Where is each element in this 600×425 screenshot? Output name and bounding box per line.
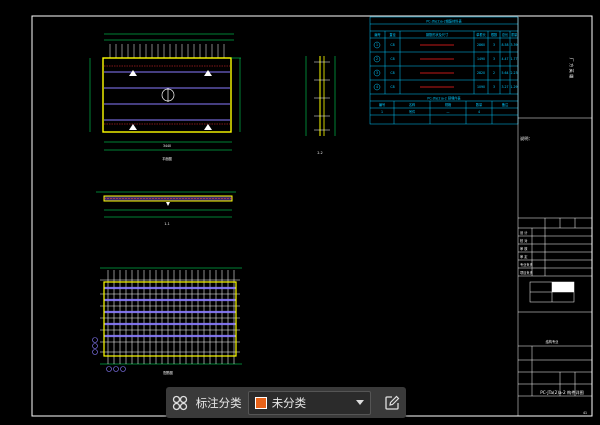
- category-color-swatch: [254, 396, 267, 409]
- r3-w: 2.23: [510, 71, 517, 75]
- rebar-table: [369, 16, 519, 125]
- grid-button[interactable]: [166, 387, 194, 418]
- company-name: 厂 方 英 雄: [568, 58, 575, 79]
- eh-spec: 规格: [445, 102, 452, 107]
- th-num: 编号: [374, 32, 380, 37]
- tb-label-5: 专业负责: [520, 262, 533, 267]
- r1-num: 1: [376, 43, 378, 47]
- tb-label-3: 审 核: [520, 246, 528, 251]
- grid-icon: [172, 395, 187, 410]
- section-1-1: [96, 191, 236, 218]
- r1-n: 3: [493, 43, 495, 47]
- rebar-shapes: [420, 44, 454, 88]
- notes-label: 说明：: [520, 135, 533, 142]
- r1-w: 3.39: [510, 43, 517, 47]
- r2-w: 1.77: [510, 57, 517, 61]
- sheet-number: 41: [583, 411, 587, 415]
- th-tot: 总长: [502, 32, 509, 37]
- annotation-toolbar: 标注分类 未分类: [166, 387, 406, 418]
- r2-len: 1490: [477, 57, 485, 61]
- r4-num: 4: [376, 85, 378, 89]
- label-plan: 平面图: [162, 157, 172, 161]
- r4-len: 1090: [477, 85, 485, 89]
- th-w: 重量: [511, 32, 518, 37]
- table-title: PC-JTa(2)a-2钢筋材料表: [426, 19, 462, 24]
- plan-view: [89, 33, 241, 151]
- edit-icon: [385, 395, 400, 410]
- r3-len: 2820: [477, 71, 485, 75]
- eh-qty: 数量: [476, 102, 483, 107]
- toolbar-label: 标注分类: [195, 395, 242, 410]
- rebar-plan: [92, 267, 242, 372]
- r4-tot: 3.27: [501, 85, 508, 89]
- th-shape: 钢筋形状及尺寸: [426, 32, 449, 37]
- r2-d: C8: [390, 57, 394, 61]
- chevron-down-icon: [356, 399, 365, 405]
- label-1-1: 1-1: [164, 222, 169, 226]
- r2-num: 2: [376, 57, 378, 61]
- drawing-name: PC-JTa(2)a-2 构件详图: [540, 389, 584, 396]
- r1-d: C8: [390, 43, 394, 47]
- category-value: 未分类: [271, 395, 307, 410]
- label-2-2: 2-2: [317, 151, 322, 155]
- r4-n: 3: [493, 85, 495, 89]
- r3-n: 2: [493, 71, 495, 75]
- tb-label-4: 审 定: [520, 254, 528, 259]
- th-n: 根数: [491, 32, 498, 37]
- r3-num: 3: [376, 71, 378, 75]
- tb-label-6: 项目负责: [520, 270, 533, 275]
- edit-button[interactable]: [378, 387, 406, 418]
- th-len: 单根长: [476, 32, 486, 37]
- dim-bottom: 3440: [163, 144, 171, 148]
- logo-block: [552, 282, 574, 292]
- e1-qty: 4: [478, 110, 480, 114]
- table-subtitle: PC-JTa(2)a-2 预埋件表: [427, 96, 461, 101]
- r1-len: 2860: [477, 43, 485, 47]
- th-d: 直径: [389, 32, 396, 37]
- r1-tot: 8.58: [501, 43, 508, 47]
- e1-name: 吊件: [409, 109, 416, 114]
- side-view: [305, 56, 336, 136]
- e1-spec: —: [446, 110, 450, 114]
- r4-d: C8: [390, 85, 394, 89]
- tb-label-2: 校 对: [520, 238, 528, 243]
- tb-small: 结构专业: [546, 339, 559, 344]
- eh-name: 名称: [409, 102, 416, 107]
- eh-note: 备注: [502, 102, 509, 107]
- r2-n: 3: [493, 57, 495, 61]
- r2-tot: 4.47: [501, 57, 508, 61]
- eh-num: 编号: [379, 102, 385, 107]
- e1-num: 1: [381, 110, 383, 114]
- title-block: [517, 17, 592, 416]
- r3-d: C8: [390, 71, 394, 75]
- tb-label-1: 设 计: [520, 230, 528, 235]
- category-dropdown[interactable]: 未分类: [247, 390, 372, 415]
- r4-w: 1.29: [510, 85, 517, 89]
- label-rebar: 配筋图: [163, 370, 173, 375]
- r3-tot: 5.64: [501, 71, 508, 75]
